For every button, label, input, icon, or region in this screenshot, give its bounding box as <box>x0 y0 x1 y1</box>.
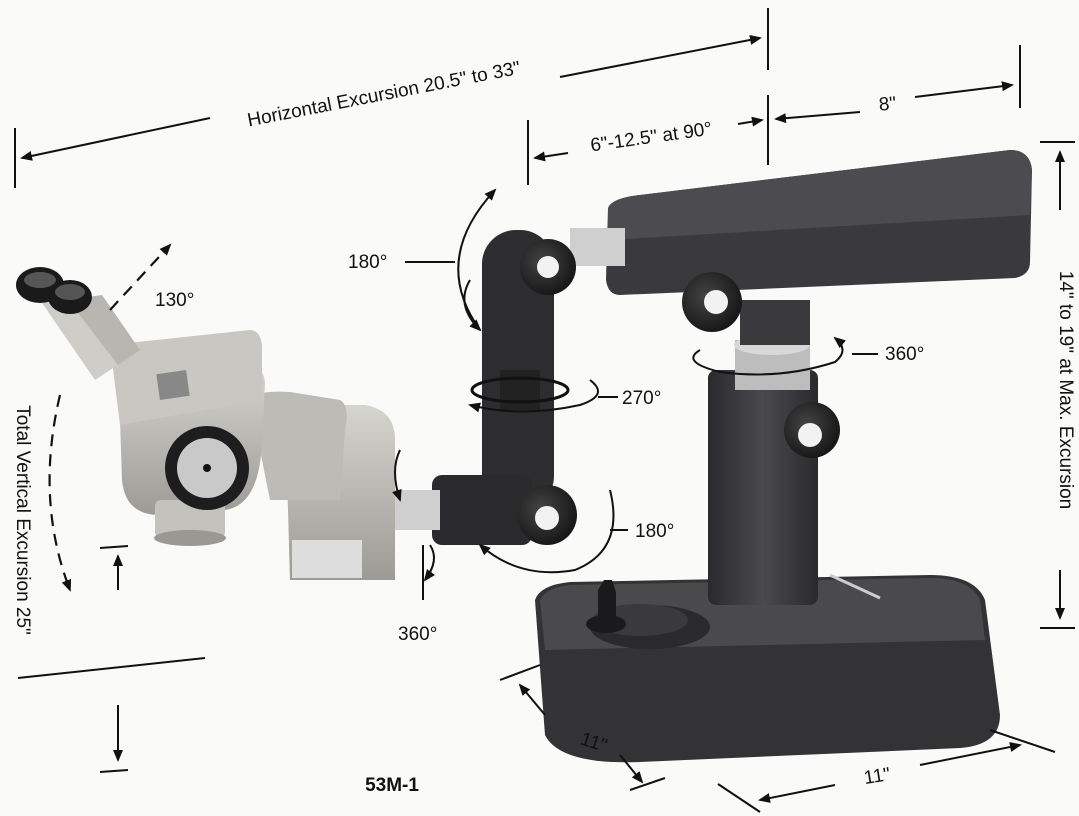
angle-270-label: 270° <box>622 388 661 409</box>
stand-arm-head <box>606 150 1032 295</box>
total-vertical-label: Total Vertical Excursion 25" <box>12 405 33 635</box>
arm-knob-bottom <box>517 485 577 545</box>
stand-column <box>708 370 881 605</box>
focus-wheel <box>165 426 249 510</box>
horizontal-excursion-label: Horizontal Excursion 20.5" to 33" <box>246 58 522 132</box>
vertical-max-label: 14" to 19" at Max. Excursion <box>1055 271 1076 509</box>
angle-360-right-label: 360° <box>885 344 924 365</box>
angle-130-label: 130° <box>155 290 194 311</box>
angle-180-top-label: 180° <box>348 252 387 273</box>
column-collar <box>734 300 810 390</box>
arm-knob-top <box>520 239 576 295</box>
angle-360-bottom-label: 360° <box>398 624 437 645</box>
articulated-arm <box>432 228 625 545</box>
rotation-arrows <box>48 188 878 600</box>
eyepieces <box>16 267 140 380</box>
base-width-label: 11" <box>862 764 891 789</box>
angle-180-bottom-label: 180° <box>635 521 674 542</box>
arm-knob-right <box>682 272 742 332</box>
focus-knob-base <box>586 580 626 633</box>
dimension-lines <box>14 8 1075 813</box>
model-number: 53M-1 <box>365 775 419 796</box>
column-knob <box>784 402 840 458</box>
width-8-label: 8" <box>878 93 897 115</box>
microscope-body <box>110 330 395 580</box>
arm-reach-label: 6"-12.5" at 90° <box>589 119 713 157</box>
